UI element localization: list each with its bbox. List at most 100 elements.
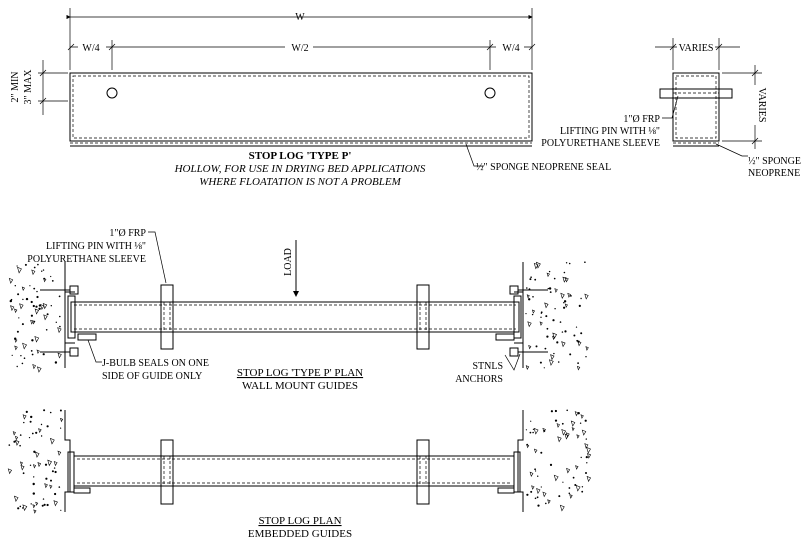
concrete-stipple xyxy=(533,262,539,270)
concrete-stipple xyxy=(35,305,38,308)
concrete-stipple xyxy=(47,459,52,467)
concrete-stipple xyxy=(57,352,62,359)
concrete-stipple xyxy=(580,414,584,419)
concrete-stipple xyxy=(552,319,555,322)
concrete-stipple xyxy=(575,326,578,328)
concrete-stipple xyxy=(550,354,555,361)
concrete-stipple xyxy=(566,409,568,412)
concrete-stipple xyxy=(545,315,548,318)
elevation-note-line2: WHERE FLOATATION IS NOT A PROBLEM xyxy=(199,176,401,188)
concrete-stipple xyxy=(585,356,587,358)
concrete-stipple xyxy=(31,353,34,356)
concrete-stipple xyxy=(29,464,32,466)
concrete-stipple xyxy=(585,346,589,351)
concrete-stipple xyxy=(40,423,43,426)
concrete-stipple xyxy=(540,312,543,314)
concrete-stipple xyxy=(580,332,583,335)
concrete-stipple xyxy=(44,483,48,489)
concrete-stipple xyxy=(580,297,582,300)
concrete-stipple xyxy=(526,294,530,299)
concrete-stipple xyxy=(42,353,45,356)
concrete-stipple xyxy=(60,509,62,511)
concrete-stipple xyxy=(33,509,37,514)
concrete-stipple xyxy=(574,411,579,417)
concrete-stipple xyxy=(22,472,25,475)
concrete-stipple xyxy=(563,300,567,303)
section-seal-line2: NEOPRENE xyxy=(748,168,800,179)
concrete-stipple xyxy=(16,365,18,368)
concrete-stipple xyxy=(7,468,12,475)
concrete-stipple xyxy=(553,352,555,355)
concrete-stipple xyxy=(530,420,532,422)
concrete-stipple xyxy=(557,361,560,363)
concrete-stipple xyxy=(60,427,62,429)
dim-w4-left-label: W/4 xyxy=(82,43,99,54)
concrete-stipple xyxy=(556,423,560,428)
concrete-stipple xyxy=(31,269,36,276)
concrete-stipple xyxy=(41,270,43,272)
concrete-stipple xyxy=(53,500,58,507)
concrete-stipple xyxy=(571,427,575,432)
plan-embedded-subtitle: EMBEDDED GUIDES xyxy=(248,528,352,540)
concrete-stipple xyxy=(14,285,16,287)
concrete-stipple xyxy=(49,411,52,414)
concrete-stipple xyxy=(553,474,559,482)
dim-height-max: 3" MAX xyxy=(23,69,34,105)
concrete-stipple xyxy=(584,293,589,300)
concrete-stipple xyxy=(32,464,37,469)
left-wall-concrete xyxy=(8,262,66,373)
concrete-stipple xyxy=(562,276,567,283)
concrete-stipple xyxy=(559,504,565,512)
concrete-stipple xyxy=(580,456,582,459)
concrete-stipple xyxy=(534,468,536,471)
concrete-stipple xyxy=(34,308,40,315)
concrete-stipple xyxy=(15,439,20,446)
concrete-stipple xyxy=(42,269,45,271)
concrete-stipple xyxy=(17,293,20,296)
plan-beam xyxy=(70,301,520,333)
concrete-stipple xyxy=(38,428,42,434)
concrete-stipple xyxy=(537,504,540,507)
concrete-stipple xyxy=(51,470,54,473)
dim-w-label: W xyxy=(295,12,305,23)
concrete-stipple xyxy=(574,484,577,486)
anchor-line2: ANCHORS xyxy=(455,374,503,385)
plan-embedded-title: STOP LOG PLAN xyxy=(258,515,341,527)
concrete-stipple xyxy=(554,308,556,310)
concrete-stipple xyxy=(24,263,27,266)
concrete-stipple xyxy=(32,364,37,370)
concrete-stipple xyxy=(22,342,27,350)
concrete-stipple xyxy=(20,461,23,466)
concrete-stipple xyxy=(25,410,28,413)
concrete-stipple xyxy=(561,331,564,333)
concrete-stipple xyxy=(30,300,33,304)
plan-pin-line3: POLYURETHANE SLEEVE xyxy=(27,254,146,265)
concrete-stipple xyxy=(535,470,537,472)
concrete-stipple xyxy=(586,462,588,464)
concrete-stipple xyxy=(575,465,579,470)
concrete-stipple xyxy=(34,335,40,343)
concrete-stipple xyxy=(542,427,546,433)
concrete-stipple xyxy=(585,456,588,459)
seal-label: ½" SPONGE NEOPRENE SEAL xyxy=(476,162,611,173)
concrete-stipple xyxy=(528,298,531,301)
concrete-stipple xyxy=(20,355,22,357)
concrete-stipple xyxy=(585,438,587,440)
concrete-stipple xyxy=(545,502,547,505)
concrete-stipple xyxy=(13,495,19,502)
plan-wall-title: STOP LOG 'TYPE P' PLAN xyxy=(237,367,363,379)
concrete-stipple xyxy=(23,357,26,360)
concrete-stipple xyxy=(564,330,567,333)
concrete-stipple xyxy=(572,476,575,479)
concrete-stipple xyxy=(525,313,527,315)
elevation-view: W W/4 W/2 W/4 2" MIN 3" MAX ½" SPONGE NE… xyxy=(10,8,611,188)
concrete-stipple xyxy=(529,431,532,434)
anchor-line1: STNLS xyxy=(472,361,503,372)
concrete-stipple xyxy=(584,419,587,422)
concrete-stipple xyxy=(527,321,532,328)
stop-log-body xyxy=(69,72,533,142)
concrete-stipple xyxy=(563,271,566,274)
concrete-stipple xyxy=(559,321,562,323)
concrete-stipple xyxy=(532,296,534,298)
